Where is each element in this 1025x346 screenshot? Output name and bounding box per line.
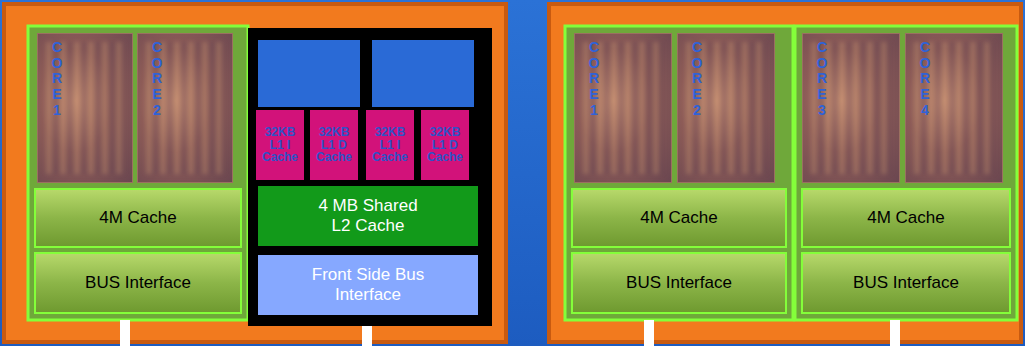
- bus-pin: [890, 320, 900, 346]
- cache-band: 4M Cache: [34, 188, 242, 248]
- core-die: C O R E 2: [677, 33, 775, 183]
- core-die: C O R E 1: [37, 33, 133, 183]
- box-label: 4 MB Shared L2 Cache: [314, 196, 422, 236]
- die-detail-panel: [248, 28, 492, 326]
- die-panel: [565, 26, 793, 320]
- box-label: 32KB L1 I Cache: [368, 126, 412, 164]
- bus-pin: [362, 326, 372, 346]
- l2-cache-box: 4 MB Shared L2 Cache: [258, 186, 478, 246]
- core-die: C O R E 3: [802, 33, 900, 183]
- l1-cache-box: 32KB L1 D Cache: [310, 110, 358, 180]
- package-substrate: [4, 4, 506, 342]
- package-substrate: [549, 4, 1021, 342]
- bus-interface-band: BUS Interface: [34, 252, 242, 314]
- core-die: C O R E 4: [905, 33, 1003, 183]
- l1-cache-box: 32KB L1 I Cache: [256, 110, 304, 180]
- bus-pin: [120, 320, 130, 346]
- box-label: 4M Cache: [867, 208, 944, 228]
- die-panel: [28, 26, 248, 320]
- core-die: C O R E 1: [574, 33, 672, 183]
- bus-interface-box: Front Side Bus Interface: [258, 255, 478, 315]
- box-label: 32KB L1 I Cache: [258, 126, 302, 164]
- core-label: C O R E 2: [150, 40, 164, 118]
- core-block: [258, 40, 360, 107]
- die-panel: [795, 26, 1017, 320]
- box-label: BUS Interface: [85, 273, 191, 293]
- l1-cache-box: 32KB L1 D Cache: [421, 110, 469, 180]
- box-label: 4M Cache: [640, 208, 717, 228]
- cache-band: 4M Cache: [801, 188, 1011, 248]
- box-label: 4M Cache: [99, 208, 176, 228]
- cache-band: 4M Cache: [571, 188, 787, 248]
- core-label: C O R E 1: [587, 40, 601, 118]
- box-label: BUS Interface: [853, 273, 959, 293]
- core-label: C O R E 3: [815, 40, 829, 118]
- core-label: C O R E 1: [50, 40, 64, 118]
- box-label: BUS Interface: [626, 273, 732, 293]
- core-die: C O R E 2: [137, 33, 233, 183]
- core-block: [372, 40, 474, 107]
- bus-interface-band: BUS Interface: [571, 252, 787, 314]
- bus-pin: [644, 320, 654, 346]
- box-label: 32KB L1 D Cache: [423, 126, 467, 164]
- bus-interface-band: BUS Interface: [801, 252, 1011, 314]
- core-label: C O R E 2: [690, 40, 704, 118]
- l1-cache-box: 32KB L1 I Cache: [366, 110, 414, 180]
- box-label: 32KB L1 D Cache: [312, 126, 356, 164]
- box-label: Front Side Bus Interface: [288, 265, 448, 305]
- core-label: C O R E 4: [918, 40, 932, 118]
